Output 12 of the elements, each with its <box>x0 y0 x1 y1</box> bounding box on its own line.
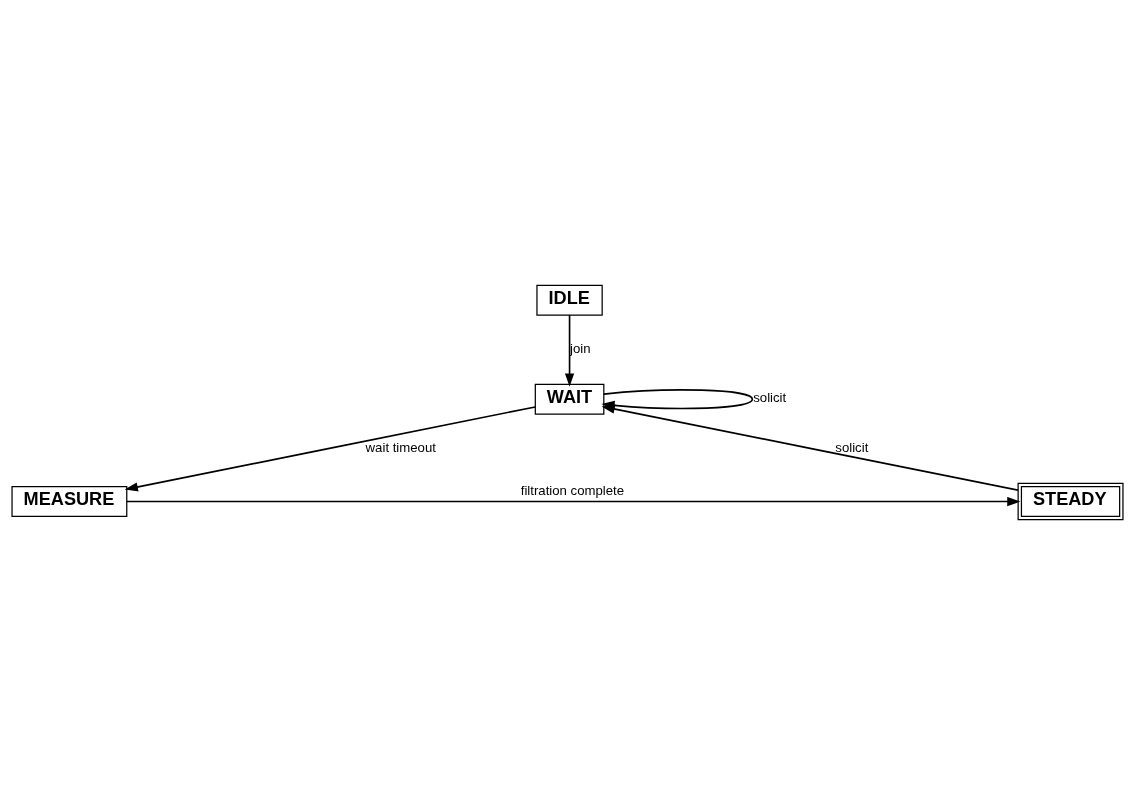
edge-label: filtration complete <box>520 482 625 498</box>
arrow <box>124 406 536 492</box>
edge-label: wait timeout <box>365 439 436 455</box>
arrow <box>564 314 575 387</box>
node-box: IDLE <box>536 284 603 316</box>
arrow <box>601 404 1019 491</box>
edge-label: join <box>570 340 591 356</box>
edge-label: solicit <box>835 439 869 455</box>
arrow <box>126 496 1021 507</box>
node-box: WAIT <box>534 383 605 415</box>
edge-label: solicit <box>753 390 787 406</box>
node-box: MEASURE <box>11 486 128 517</box>
